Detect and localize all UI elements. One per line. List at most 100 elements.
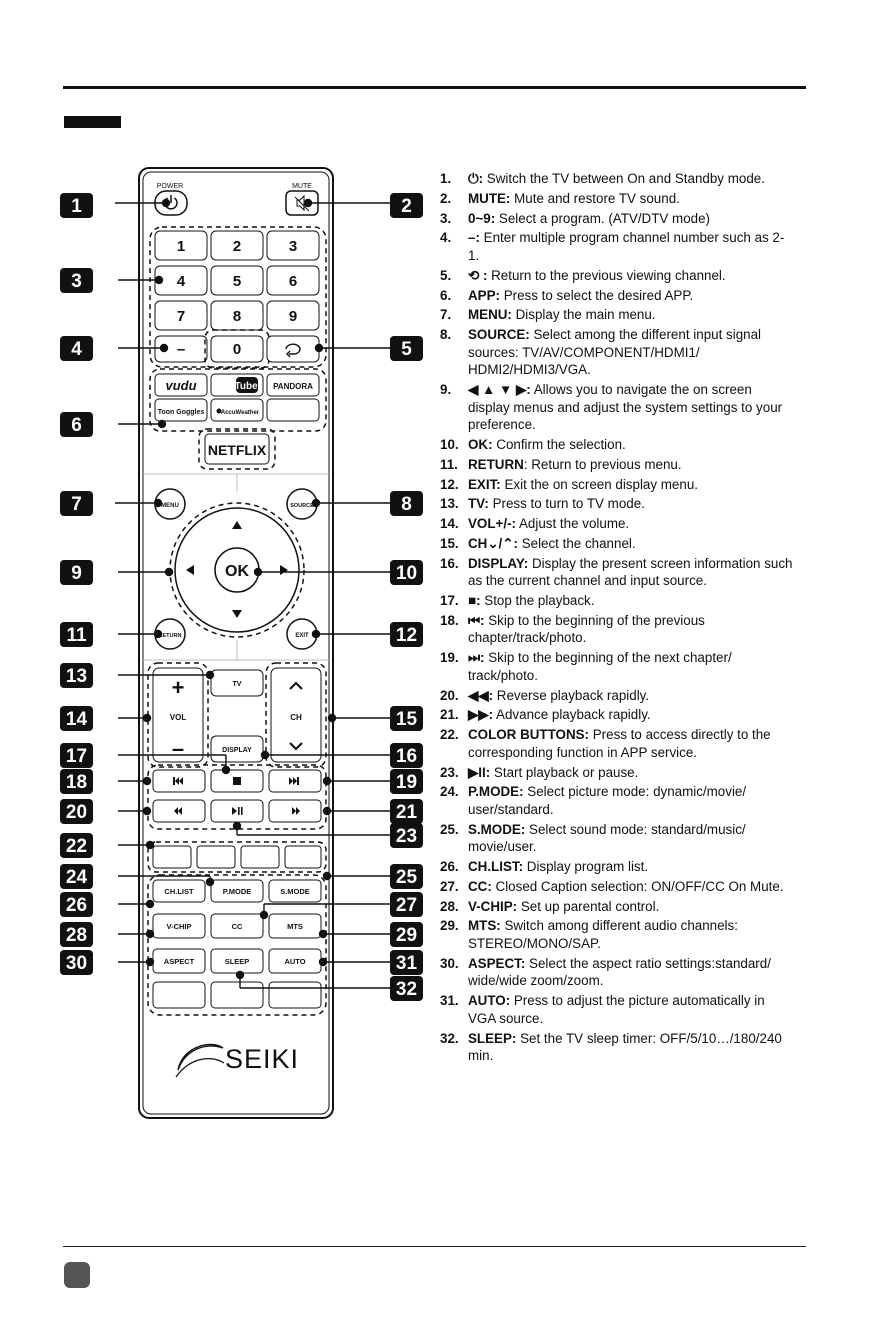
arrow-down-icon[interactable]: [232, 610, 242, 618]
item-number: 11.: [440, 456, 458, 472]
item-number: 30.: [440, 955, 459, 971]
digit-button-1[interactable]: [154, 230, 208, 261]
top-rule: [63, 86, 806, 89]
menu-label: MENU: [161, 503, 179, 509]
pmode-button[interactable]: [210, 879, 264, 903]
item-text: : Return to previous menu.: [523, 456, 682, 472]
item-number: 15.: [440, 535, 459, 551]
callout-badge-32: [390, 976, 423, 1001]
color-button-3[interactable]: [240, 845, 280, 869]
callout-number: 25: [396, 867, 418, 888]
item-key: 0~9:: [468, 210, 496, 226]
description-item-16: 16.DISPLAY: Display the present screen i…: [440, 555, 795, 590]
item-key: DISPLAY:: [468, 555, 529, 571]
digit-button-9[interactable]: [266, 300, 320, 331]
item-key: TV:: [468, 496, 489, 512]
callout-number: 22: [66, 836, 87, 857]
digit-button-7[interactable]: [154, 300, 208, 331]
skip-back-icon: [173, 777, 183, 785]
chlist-button[interactable]: [152, 879, 206, 903]
callout-badge-19: [390, 769, 423, 794]
toon-goggles-button[interactable]: [154, 398, 208, 422]
pmode-label: P.MODE: [223, 887, 252, 896]
callout-number: 5: [401, 339, 412, 360]
item-key: ASPECT:: [468, 955, 526, 971]
toon-goggles-logo: Toon Goggles: [158, 409, 205, 416]
description-item-17: 17.■: Stop the playback.: [440, 592, 795, 610]
item-number: 4.: [440, 230, 452, 246]
item-number: 20.: [440, 687, 459, 703]
netflix-button[interactable]: [204, 433, 270, 465]
zero-button[interactable]: [210, 335, 264, 363]
digit-button-2[interactable]: [210, 230, 264, 261]
ch-down-icon: [289, 742, 303, 751]
item-text: Press to adjust the picture automaticall…: [468, 993, 765, 1026]
callout-badge-31: [390, 950, 423, 975]
item-text: Select a program. (ATV/DTV mode): [495, 210, 710, 226]
callout-number: 24: [66, 867, 88, 888]
callout-number: 17: [66, 746, 87, 767]
function-buttons-group: [147, 874, 327, 1016]
netflix-group: [198, 428, 276, 470]
item-number: 7.: [440, 307, 452, 323]
callout-number: 21: [396, 802, 418, 823]
stop-icon: [233, 777, 241, 785]
item-number: 5.: [440, 267, 452, 283]
blank-button-2[interactable]: [210, 981, 264, 1009]
arrow-left-icon[interactable]: [186, 565, 194, 575]
button-descriptions: 1.⏻: Switch the TV between On and Standb…: [440, 170, 795, 1067]
item-number: 2.: [440, 190, 452, 206]
digit-label: 3: [289, 238, 297, 255]
vudu-button[interactable]: [154, 373, 208, 397]
digit-label: 1: [177, 238, 185, 255]
description-item-14: 14.VOL+/-: Adjust the volume.: [440, 515, 795, 533]
cc-button[interactable]: [210, 913, 264, 939]
callout-badge-30: [60, 950, 93, 975]
digit-button-6[interactable]: [266, 265, 320, 296]
digit-button-8[interactable]: [210, 300, 264, 331]
pandora-button[interactable]: [266, 373, 320, 397]
callout-badge-13: [60, 663, 93, 688]
item-key: SOURCE:: [468, 327, 530, 343]
callout-number: 20: [66, 802, 87, 823]
recall-button[interactable]: [266, 335, 320, 363]
bottom-rule: [63, 1246, 806, 1247]
digit-button-5[interactable]: [210, 265, 264, 296]
blank-button-1[interactable]: [152, 981, 206, 1009]
dash-button[interactable]: [154, 335, 208, 363]
blank-button-3[interactable]: [268, 981, 322, 1009]
item-number: 27.: [440, 878, 459, 894]
rewind-icon: [174, 807, 182, 815]
smode-button[interactable]: [268, 879, 322, 903]
callout-badge-6: [60, 412, 93, 437]
item-key: SLEEP:: [468, 1030, 517, 1046]
blank-app-button[interactable]: [266, 398, 320, 422]
description-item-25: 25.S.MODE: Select sound mode: standard/m…: [440, 821, 795, 856]
fast-forward-icon: [292, 807, 300, 815]
vudu-logo: vudu: [165, 378, 196, 393]
aspect-label: ASPECT: [164, 957, 195, 966]
tv-button[interactable]: [210, 669, 264, 697]
item-text: Closed Caption selection: ON/OFF/CC On M…: [491, 878, 784, 894]
description-item-2: 2.MUTE: Mute and restore TV sound.: [440, 190, 795, 208]
item-number: 21.: [440, 707, 459, 723]
item-text: Advance playback rapidly.: [493, 707, 651, 723]
color-button-2[interactable]: [196, 845, 236, 869]
arrow-up-icon[interactable]: [232, 521, 242, 529]
vchip-button[interactable]: [152, 913, 206, 939]
netflix-logo: NETFLIX: [208, 442, 267, 458]
callout-badge-4: [60, 336, 93, 361]
vol-rocker[interactable]: [152, 667, 204, 763]
ch-rocker[interactable]: [270, 667, 322, 763]
description-item-8: 8.SOURCE: Select among the different inp…: [440, 326, 795, 379]
accuweather-button[interactable]: [210, 398, 264, 422]
mts-button[interactable]: [268, 913, 322, 939]
callout-number: 10: [396, 563, 417, 584]
callout-number: 16: [396, 746, 417, 767]
color-button-4[interactable]: [284, 845, 322, 869]
color-button-1[interactable]: [152, 845, 192, 869]
description-item-23: 23.▶II: Start playback or pause.: [440, 764, 795, 782]
digit-button-3[interactable]: [266, 230, 320, 261]
description-item-10: 10.OK: Confirm the selection.: [440, 436, 795, 454]
item-text: Set the TV sleep timer: OFF/5/10…/180/24…: [468, 1030, 782, 1064]
